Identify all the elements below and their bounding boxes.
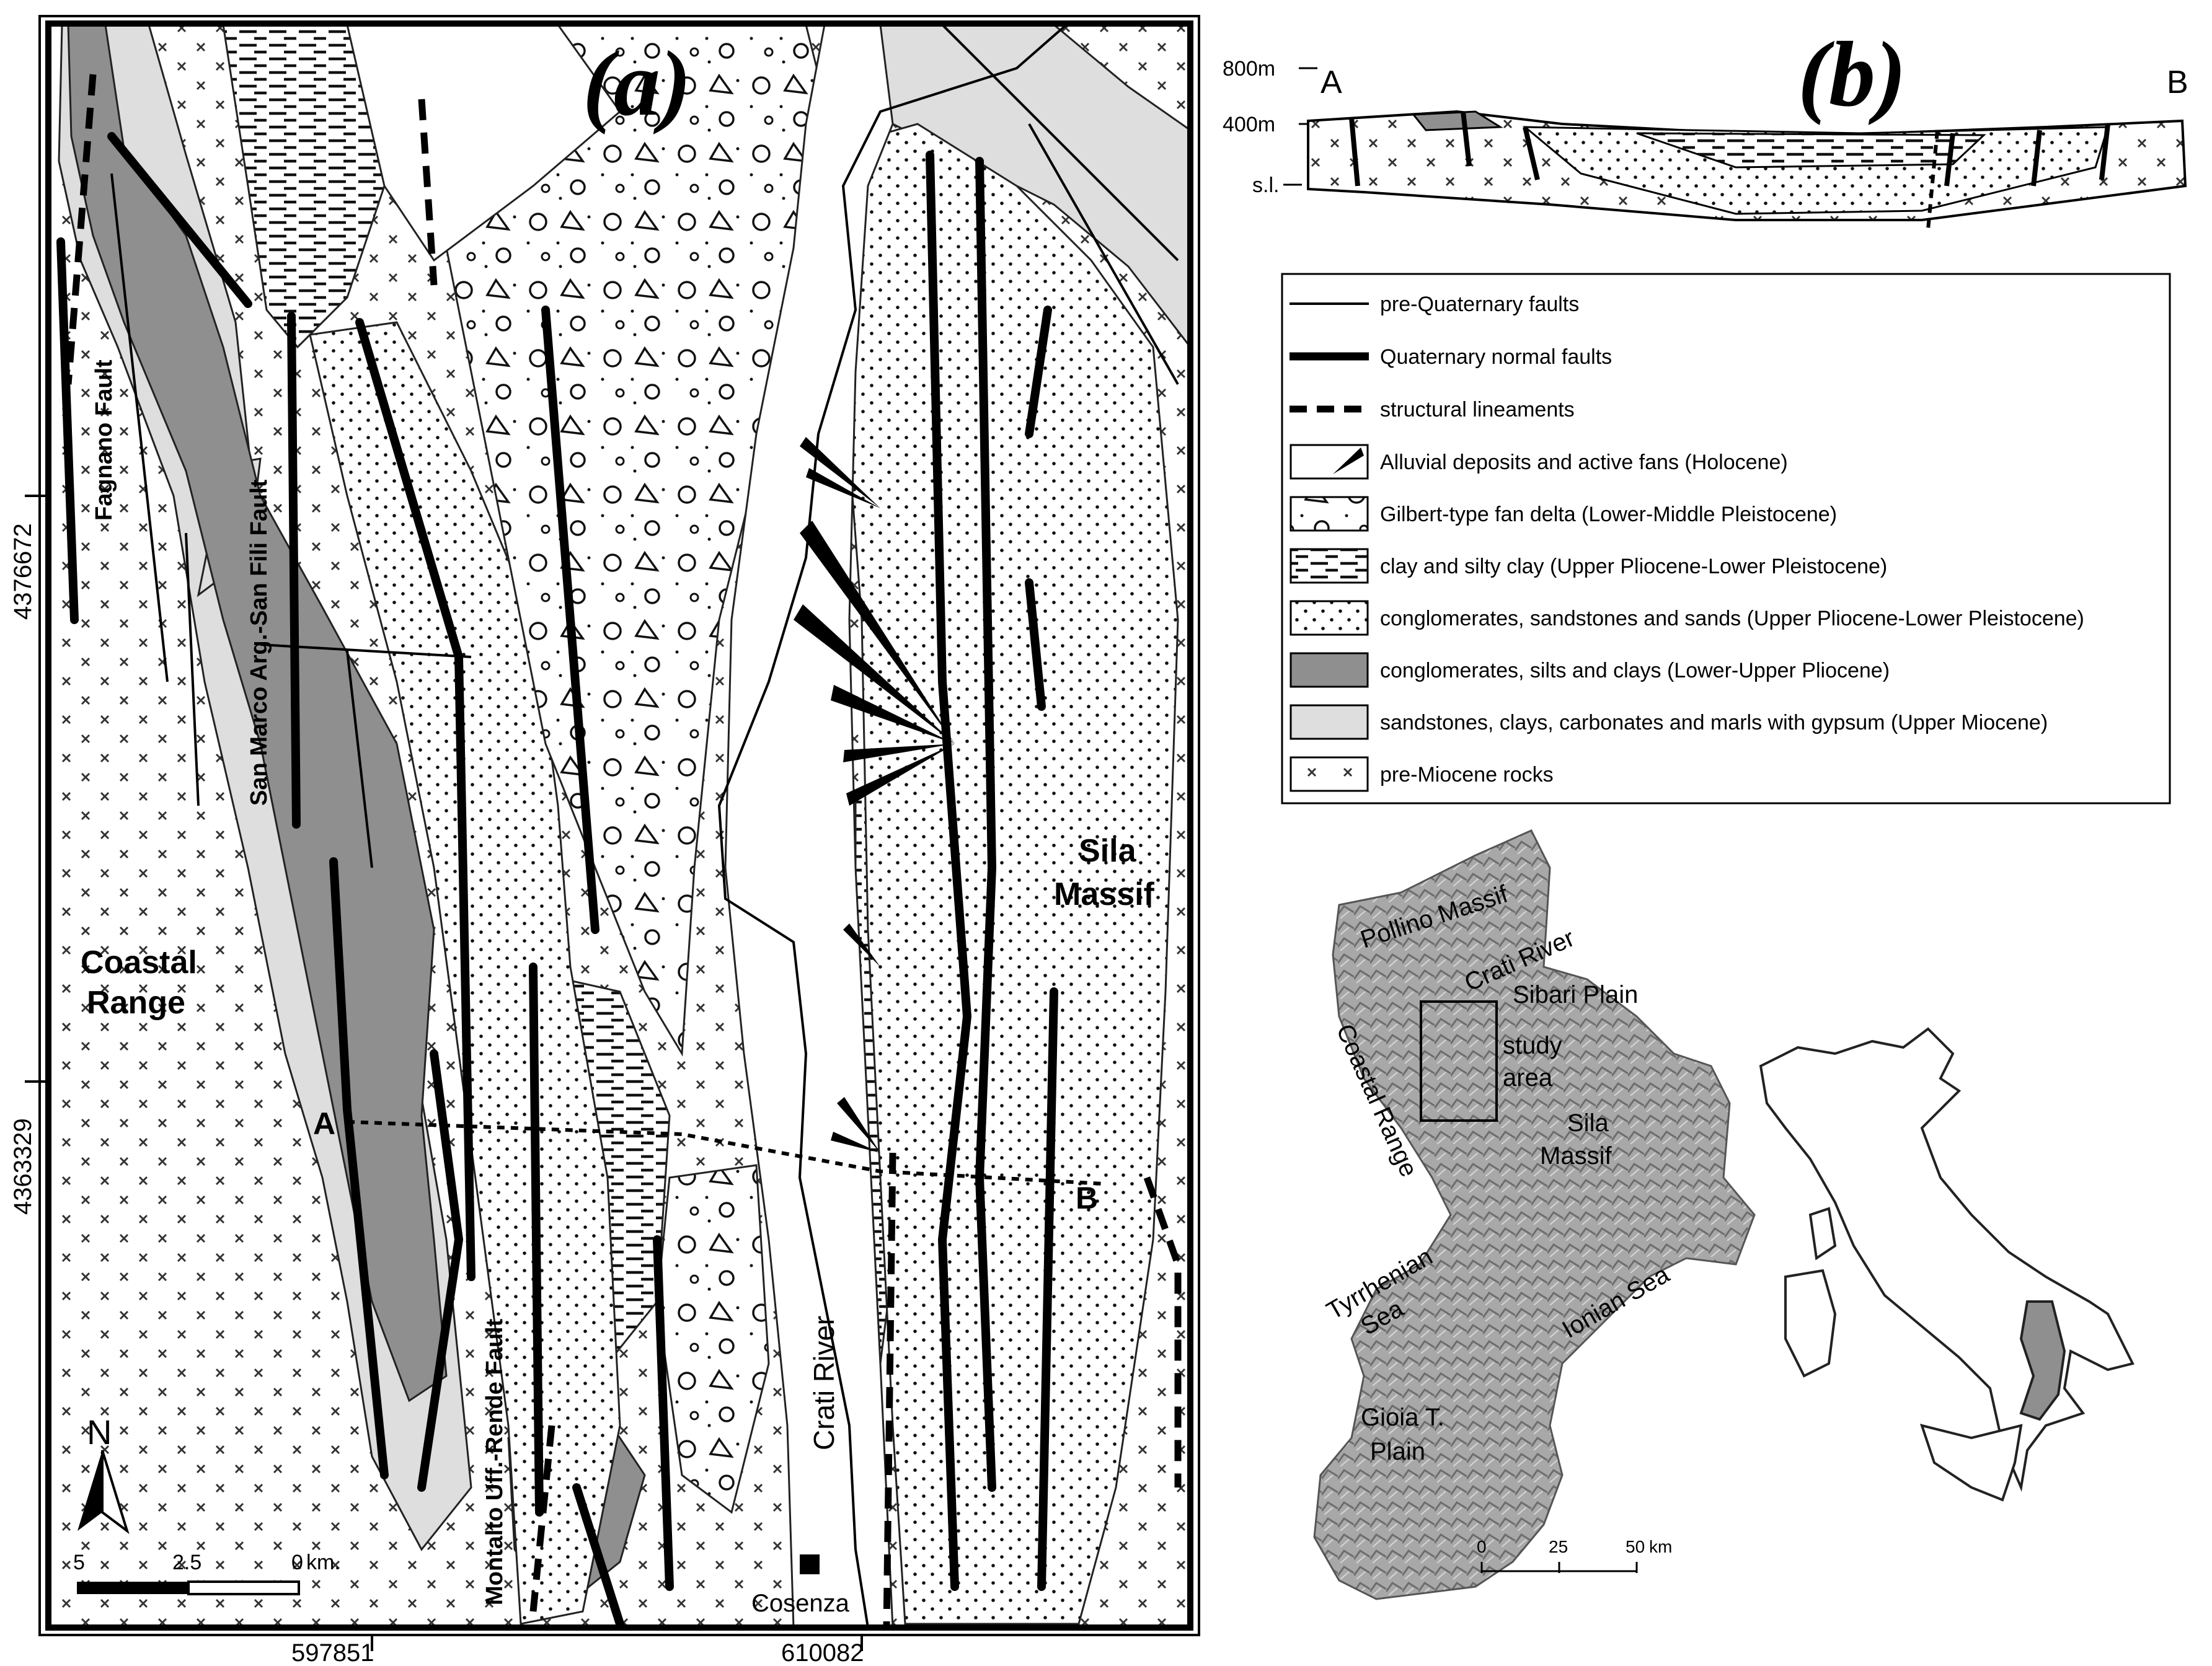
section-end-a: A	[1321, 64, 1342, 100]
legend-symbol-dashes	[1290, 548, 1369, 584]
inset-label-gioia-2: Plain	[1370, 1438, 1425, 1465]
structural-lineaments	[64, 74, 1182, 1628]
calabria-highlight	[2019, 1300, 2066, 1421]
map-scale-bar: 5 2.5 0 km.	[73, 1551, 340, 1595]
cosenza-marker	[800, 1554, 820, 1574]
section-pliocene	[1411, 110, 1503, 131]
label-fagnano-fault: Fagnano Fault	[91, 359, 117, 521]
legend-label: conglomerates, sandstones and sands (Upp…	[1380, 607, 2084, 630]
section-faults	[1349, 111, 2110, 187]
inset-label-study-2: area	[1503, 1064, 1553, 1091]
legend-label: structural lineaments	[1380, 398, 1575, 421]
legend-symbol-crosses	[1290, 756, 1369, 792]
legend-label: conglomerates, silts and clays (Lower-Up…	[1380, 659, 1890, 682]
unit-sands	[830, 123, 1179, 1625]
corsica-outline	[1808, 1207, 1837, 1261]
legend-label: sandstones, clays, carbonates and marls …	[1380, 711, 2048, 734]
legend-symbol-light-gray	[1290, 704, 1369, 740]
inset-label-sila-2: Massif	[1540, 1142, 1612, 1170]
map-frame	[45, 20, 1193, 1631]
legend-label: Quaternary normal faults	[1380, 345, 1612, 369]
label-coastal-range-2: Range	[87, 985, 185, 1021]
coord-y-bottom: 4363329	[9, 1118, 37, 1215]
map-frame-outer	[38, 15, 1200, 1636]
svg-text:km.: km.	[306, 1551, 340, 1574]
svg-text:2.5: 2.5	[172, 1551, 201, 1574]
legend-label: pre-Quaternary faults	[1380, 293, 1579, 316]
coordinate-ticks	[25, 495, 863, 1651]
elevation-800: 800m	[1223, 57, 1275, 81]
panel-b-label: (b)	[1798, 23, 1906, 126]
inset-calabria: Pollino Massif Crati River Sibari Plain …	[1313, 829, 1756, 1600]
coord-x-right: 610082	[781, 1639, 864, 1666]
label-sila-massif-2: Massif	[1054, 876, 1155, 912]
inset-label-gioia: Gioia T.	[1361, 1404, 1444, 1431]
legend-symbol-alluvial	[1290, 444, 1369, 480]
section-dashed-fault	[1926, 130, 1939, 230]
inset-scale-bar	[1480, 1562, 1638, 1573]
inset-label-sibari: Sibari Plain	[1513, 981, 1638, 1008]
quaternary-faults	[56, 132, 1058, 1628]
label-coastal-range: Coastal	[81, 945, 197, 981]
unit-alluvium	[724, 24, 894, 1628]
panel-a-label: (a)	[583, 32, 691, 135]
pre-quaternary-faults	[110, 24, 1179, 868]
elevation-400: 400m	[1223, 113, 1275, 136]
legend-label: Gilbert-type fan delta (Lower-Middle Ple…	[1380, 503, 1837, 526]
svg-text:0: 0	[291, 1551, 303, 1574]
cross-section: (b) A B 800m 400m s.l.	[1223, 23, 2188, 230]
coord-x-left: 597851	[291, 1639, 374, 1666]
legend-symbol-dots	[1290, 600, 1369, 636]
label-sila-massif: Sila	[1079, 833, 1137, 869]
legend-label: pre-Miocene rocks	[1380, 763, 1554, 787]
unit-pliocene	[67, 24, 448, 1403]
legend-box	[1281, 273, 2171, 804]
label-san-marco-fault: San Marco Arg.-San Fili Fault	[246, 479, 272, 806]
inset-italy	[1759, 1027, 2135, 1502]
legend: pre-Quaternary faults Quaternary normal …	[1281, 273, 2171, 804]
svg-text:50: 50	[1626, 1537, 1645, 1556]
sardinia-outline	[1784, 1269, 1837, 1378]
svg-text:5: 5	[73, 1551, 85, 1574]
active-fans	[794, 437, 955, 1153]
north-arrow: N	[77, 1413, 130, 1535]
svg-text:0: 0	[1477, 1537, 1487, 1556]
legend-label: clay and silty clay (Upper Pliocene-Lowe…	[1380, 555, 1887, 578]
label-section-b: B	[1076, 1181, 1098, 1215]
section-clay	[1636, 132, 1986, 169]
sicily-outline	[1919, 1424, 2023, 1502]
inset-label-sila: Sila	[1567, 1109, 1609, 1137]
label-cosenza: Cosenza	[751, 1590, 850, 1617]
coord-y-top: 4376672	[9, 523, 37, 620]
section-trace	[347, 1120, 1104, 1186]
legend-symbol-pebbles	[1290, 496, 1369, 532]
svg-text:km: km	[1649, 1537, 1672, 1556]
study-area-box	[1420, 1000, 1498, 1122]
crati-river-line	[717, 24, 1068, 1628]
legend-label: Alluvial deposits and active fans (Holoc…	[1380, 451, 1788, 474]
label-montalto-fault: Montalto Uff.-Rende Fault	[482, 1318, 508, 1605]
label-section-a: A	[313, 1106, 335, 1141]
north-label: N	[87, 1413, 112, 1452]
label-crati-river: Crati River	[808, 1316, 840, 1450]
section-end-b: B	[2167, 64, 2188, 100]
elevation-sl: s.l.	[1252, 174, 1279, 197]
legend-symbol-dark-gray	[1290, 652, 1369, 688]
geological-map: (a) 4376672 4363329 597851 610082 Fagnan…	[9, 15, 1200, 1666]
calabria-relief	[1313, 829, 1756, 1600]
inset-label-study: study	[1503, 1032, 1562, 1059]
svg-text:25: 25	[1549, 1537, 1568, 1556]
